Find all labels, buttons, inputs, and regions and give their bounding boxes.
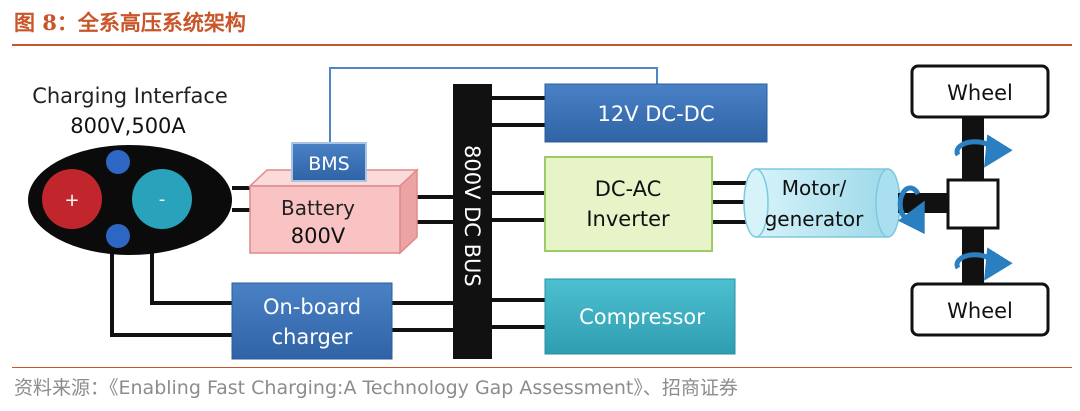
drivetrain — [897, 117, 1013, 284]
dcdc-label: 12V DC-DC — [597, 102, 714, 126]
pin-top-icon — [106, 150, 130, 174]
dc-bus: 800V DC BUS — [453, 84, 492, 359]
battery-voltage: 800V — [291, 224, 346, 248]
plus-terminal-label: + — [64, 190, 79, 211]
differential — [946, 178, 1000, 230]
rotation-arrow-icon — [897, 185, 925, 235]
motor-label-line2: generator — [765, 207, 865, 231]
charging-plug: + - — [28, 145, 232, 255]
motor-generator: Motor/ generator — [743, 168, 901, 238]
minus-terminal-icon — [132, 169, 192, 229]
figure-source: 资料来源：《Enabling Fast Charging:A Technolog… — [14, 377, 738, 399]
compressor-label: Compressor — [579, 305, 705, 329]
pin-bottom-icon — [106, 224, 130, 248]
wheel-bottom-label: Wheel — [947, 299, 1013, 323]
figure-title: 图 8：全系高压系统架构 — [14, 10, 246, 35]
battery: Battery 800V — [248, 168, 419, 255]
rotation-arrow-icon — [954, 247, 1013, 281]
wheel-bottom: Wheel — [910, 282, 1050, 337]
bms-label: BMS — [308, 153, 350, 175]
motor-label-line1: Motor/ — [782, 176, 847, 200]
drive-shaft — [898, 193, 950, 213]
inverter: DC-AC Inverter — [544, 156, 713, 252]
charging-interface-rating: 800V,500A — [70, 114, 186, 138]
bms-box: BMS — [291, 142, 367, 182]
compressor: Compressor — [544, 278, 736, 355]
source-divider — [12, 367, 1072, 368]
bms-signal-line — [329, 67, 658, 143]
inverter-label-line1: DC-AC — [595, 177, 662, 201]
wheel-top-label: Wheel — [947, 81, 1013, 105]
motor-end-cap — [875, 168, 901, 238]
onboard-charger-label-line2: charger — [272, 325, 353, 349]
dcdc-converter: 12V DC-DC — [544, 83, 768, 143]
rotation-arrow-icon — [954, 134, 1013, 168]
onboard-charger-label-line1: On-board — [263, 295, 361, 319]
battery-front-face — [249, 185, 401, 254]
inverter-label-line2: Inverter — [586, 207, 670, 231]
onboard-charger: On-board charger — [231, 282, 393, 360]
title-divider — [12, 44, 1072, 46]
dc-bus-label: 800V DC BUS — [460, 145, 484, 287]
power-wiring — [110, 96, 746, 337]
battery-label: Battery — [281, 196, 355, 220]
wheel-top: Wheel — [910, 64, 1050, 119]
charging-interface-label: Charging Interface — [32, 84, 228, 108]
minus-terminal-label: - — [159, 189, 166, 210]
plus-terminal-icon — [42, 169, 102, 229]
